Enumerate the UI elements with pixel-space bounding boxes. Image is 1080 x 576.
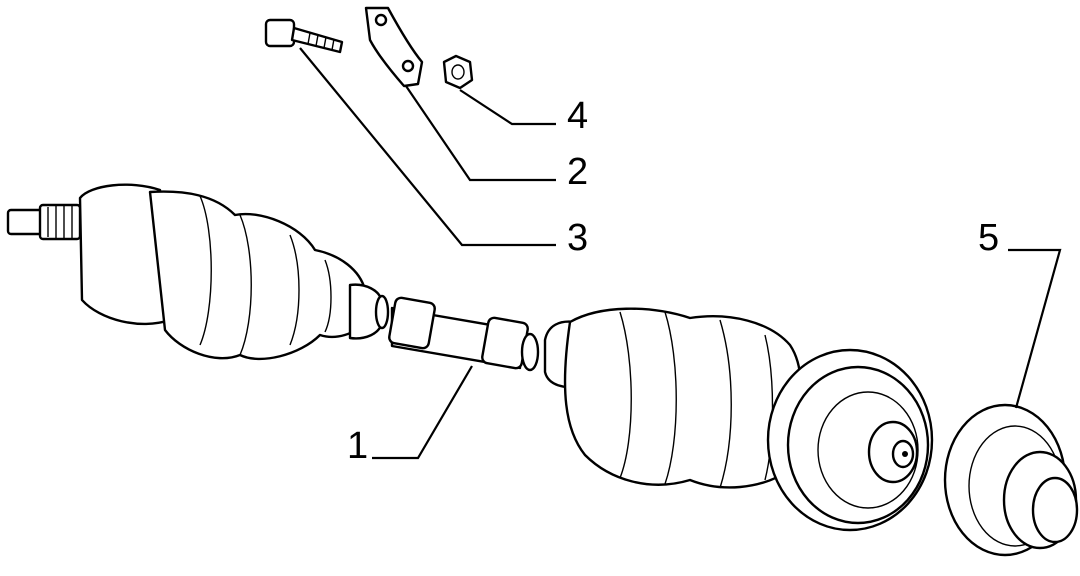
bracket-plate <box>364 6 424 88</box>
bolt <box>264 18 344 54</box>
leader-1 <box>372 365 473 460</box>
callout-1: 1 <box>347 425 368 467</box>
callout-2: 2 <box>567 151 588 193</box>
nut <box>442 54 474 90</box>
left-cv-joint-boot <box>6 183 390 361</box>
callout-4: 4 <box>567 95 588 137</box>
dust-cover <box>943 403 1079 557</box>
leader-4 <box>459 89 556 126</box>
right-cv-joint-boot <box>543 307 934 532</box>
leader-2 <box>405 85 556 182</box>
leader-lines <box>299 47 1062 460</box>
callout-3: 3 <box>567 217 588 259</box>
leader-5 <box>1008 248 1062 409</box>
callouts: 1 2 3 4 5 <box>347 95 999 467</box>
intermediate-shaft <box>388 296 540 372</box>
leader-3 <box>299 47 556 247</box>
callout-5: 5 <box>978 217 999 259</box>
